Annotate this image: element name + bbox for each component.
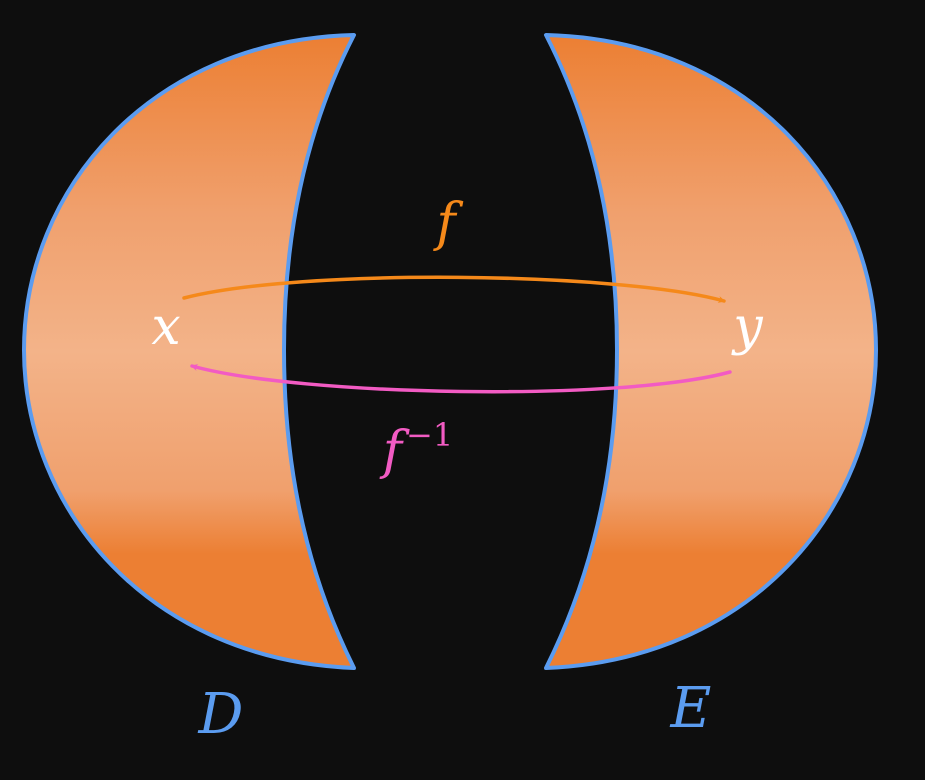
set-e-label: E (670, 676, 712, 741)
set-d-label: D (198, 682, 244, 747)
point-y-label: y (731, 297, 763, 357)
set-d-region (22, 33, 356, 670)
inverse-map-label: f−1 (379, 416, 453, 481)
forward-map-arrow (182, 275, 726, 303)
point-x-label: x (151, 297, 180, 357)
inverse-map-arrow (190, 364, 732, 394)
inverse-map-superscript: −1 (406, 416, 453, 454)
forward-map-label: f (432, 193, 463, 253)
set-e-region (544, 33, 878, 670)
